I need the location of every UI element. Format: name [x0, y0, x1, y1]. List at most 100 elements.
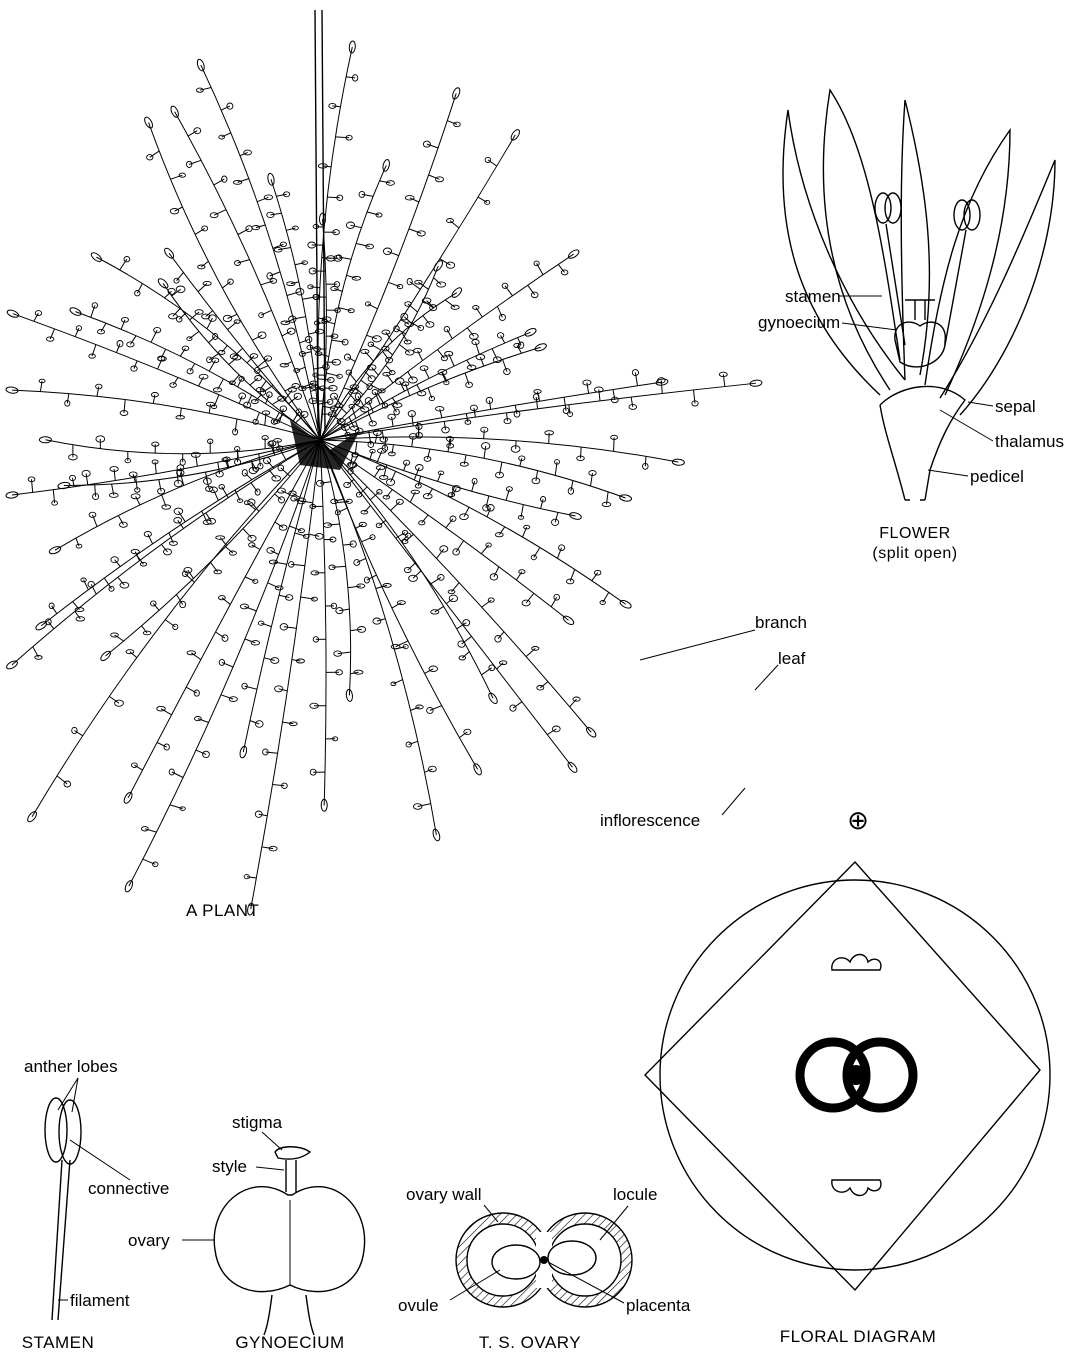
leaf-stalk: [515, 405, 517, 414]
leaf-stalk: [467, 328, 474, 337]
plant-branch: [320, 440, 572, 767]
locule-label: locule: [613, 1185, 657, 1204]
leaf-stalk: [520, 458, 522, 466]
leaf-stalk: [399, 345, 409, 353]
branch-tip: [39, 437, 51, 443]
branch-tip: [509, 128, 521, 141]
leaf-stalk: [268, 583, 280, 588]
sepal-center: [901, 100, 929, 380]
leaflet: [169, 541, 177, 545]
leaf-stalk: [412, 414, 413, 426]
leaf-stalk: [279, 595, 289, 597]
leaf-stalk: [445, 300, 455, 307]
flower-style: [905, 300, 935, 320]
leaf-stalk: [569, 405, 570, 414]
actinomorphic-symbol: ⊕: [847, 806, 869, 836]
leaf-stalk: [75, 328, 79, 337]
leaf-stalk: [349, 372, 357, 381]
plant-branch: [106, 440, 320, 656]
ovary: [214, 1187, 364, 1292]
leaf-stalk: [635, 373, 637, 386]
leaf-stalk: [503, 360, 507, 372]
leaflet: [394, 409, 400, 415]
leaflet: [331, 286, 338, 290]
leaf-leader: [755, 665, 778, 690]
leaflet: [194, 128, 201, 134]
leaf-stalk: [339, 609, 349, 611]
leaf-stalk: [391, 502, 400, 511]
plant-branch: [251, 440, 320, 909]
leaf-stalk: [86, 474, 88, 486]
leaf-stalk: [214, 490, 219, 501]
leaf-stalk: [328, 524, 340, 525]
leaf-stalk: [484, 446, 486, 458]
thalamus-leader: [940, 410, 993, 441]
branch-label: branch: [755, 613, 807, 632]
branch-tip: [451, 87, 461, 100]
ovule-label: ovule: [398, 1296, 439, 1315]
leaf-stalk: [161, 544, 167, 552]
style: [286, 1160, 296, 1192]
anther-right-b: [964, 200, 980, 230]
leaflet: [476, 354, 485, 359]
leaflet: [495, 533, 503, 537]
leaflet: [154, 327, 161, 332]
leaf-stalk: [196, 455, 198, 466]
leaf-stalk: [243, 529, 252, 539]
gynoecium-base: [264, 1295, 314, 1335]
leaf-stalk: [332, 566, 346, 567]
ovary-cross-section: ovary wall locule ovule placenta T. S. O…: [398, 1185, 691, 1352]
leaf-stalk: [370, 492, 379, 500]
leaf-stalk: [311, 287, 320, 288]
leaf-stalk: [150, 151, 159, 157]
leaf-stalk: [371, 344, 381, 350]
leaf-stalk: [418, 282, 428, 289]
leaf-stalk: [537, 263, 543, 274]
plant-branch: [128, 440, 320, 798]
leaf-stalk: [385, 437, 386, 448]
leaf-stalk: [388, 251, 399, 255]
leaf-stalk: [263, 385, 273, 392]
leaf-stalk: [368, 304, 378, 309]
gynoecium-leader: [842, 323, 897, 330]
stamen-caption: STAMEN: [22, 1333, 95, 1352]
leaf-stalk: [507, 413, 508, 421]
leaflet: [407, 278, 412, 284]
plant-branch: [13, 314, 320, 440]
leaflet: [237, 499, 242, 503]
floral-diagram: ⊕ FLORAL DIAGRAM: [645, 806, 1050, 1346]
leaf-stalk: [118, 516, 123, 525]
placenta: [540, 1256, 548, 1264]
stamen-label: stamen: [785, 287, 841, 306]
plant-branch: [320, 93, 456, 440]
leaflet: [92, 303, 97, 308]
leaf-stalk: [348, 586, 361, 588]
leaf-stalk: [408, 304, 418, 312]
leaf-stalk: [500, 462, 502, 475]
plant-branch: [320, 440, 626, 604]
leaf-stalk: [209, 404, 210, 413]
leaf-stalk: [494, 567, 499, 577]
branch-tip: [566, 761, 578, 774]
pedicel-label: pedicel: [970, 467, 1024, 486]
leaf-stalk: [190, 364, 195, 372]
thalamus: [880, 386, 965, 500]
leaflet: [131, 549, 139, 553]
leaf-stalk: [430, 577, 441, 584]
leaf-stalk: [262, 847, 273, 849]
leaf-label: leaf: [778, 649, 806, 668]
leaf-stalk: [446, 519, 453, 528]
leaf-stalk: [557, 548, 561, 559]
leaf-stalk: [501, 335, 505, 343]
leaflet: [76, 326, 81, 331]
leaf-stalk: [516, 441, 517, 449]
leaf-stalk: [396, 641, 408, 647]
ovary-label: ovary: [128, 1231, 170, 1250]
anther-lobe-left: [45, 1098, 67, 1162]
leaf-stalk: [482, 668, 492, 675]
branch-tip: [157, 277, 170, 290]
inflorescence-label: inflorescence: [600, 811, 700, 830]
leaflet: [415, 280, 422, 284]
leaf-stalk: [251, 483, 258, 492]
